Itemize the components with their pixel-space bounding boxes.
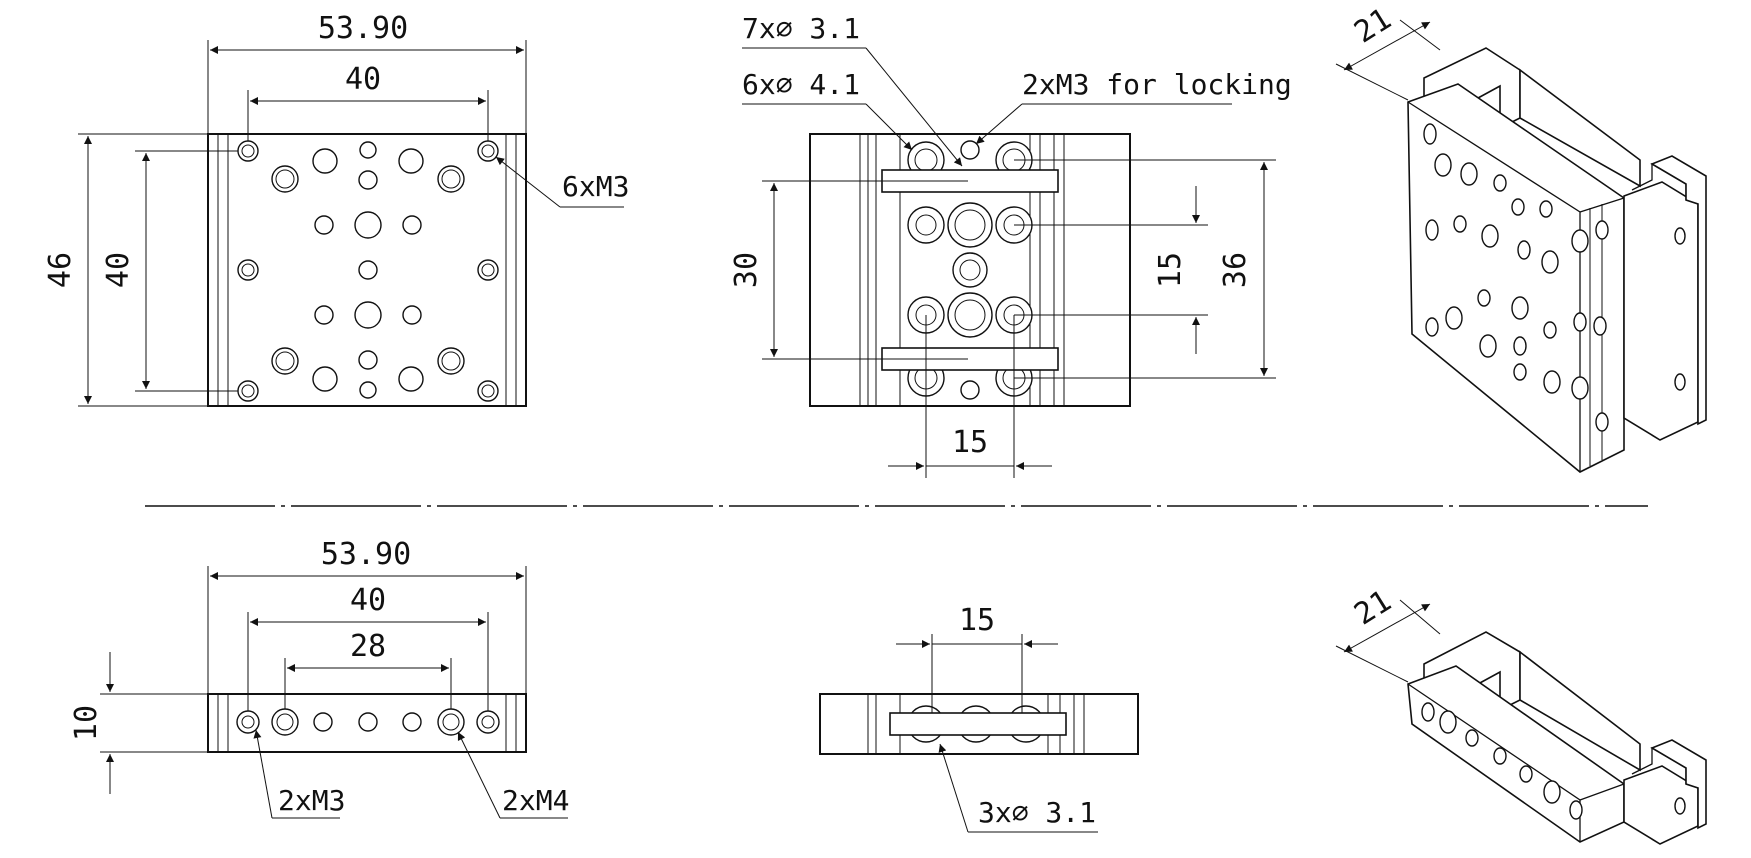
plate-holes [237,140,499,402]
side-locking-bar [889,712,1067,736]
bottom-left-view: 53.90 40 28 10 2xM3 2xM4 [69,537,569,819]
dim-width-overall-side: 53.90 [321,537,411,572]
dim-spacing: 15 [959,603,995,638]
bottom-right-view: 21 [1335,584,1707,845]
top-middle-view: 30 15 36 15 7x∅ 3.1 6x∅ 4.1 2xM3 for loc… [729,12,1292,478]
note-m3: 2xM3 [278,784,345,817]
side-stage-outline [819,693,1139,755]
dim-height-total: 36 [1218,252,1253,288]
bottom-middle-view: 15 3x∅ 3.1 [819,603,1139,833]
dim-width-overall: 53.90 [318,11,408,46]
dim-height-overall: 46 [43,252,78,288]
note-locking: 2xM3 for locking [1022,68,1292,101]
note-holes-side: 3x∅ 3.1 [978,796,1096,829]
plate-outline [207,133,527,407]
note-m4: 2xM4 [502,784,569,817]
side-holes [236,708,500,736]
dim-width-m4: 28 [350,629,386,664]
dim-depth-side: 21 [1348,584,1397,633]
stage-outline [809,133,1131,407]
dim-height-inner: 15 [1153,252,1188,288]
iso-side-holes [1421,702,1686,820]
dim-depth: 21 [1348,2,1397,51]
dim-height-holes: 40 [101,252,136,288]
top-left-view: 53.90 40 46 40 6xM3 [43,11,629,407]
dim-height-side: 10 [69,705,104,741]
iso-plate [1407,83,1625,473]
dim-width-holes-side: 40 [350,583,386,618]
note-holes-small: 7x∅ 3.1 [742,12,860,45]
dim-width-holes: 40 [345,62,381,97]
side-outline [207,693,527,753]
dim-width-bottom: 15 [952,425,988,460]
iso-holes [1423,123,1686,432]
dim-height-outer: 30 [729,252,764,288]
top-right-view: 21 [1335,2,1707,473]
note-holes-large: 6x∅ 4.1 [742,68,860,101]
note-thread: 6xM3 [562,170,629,203]
